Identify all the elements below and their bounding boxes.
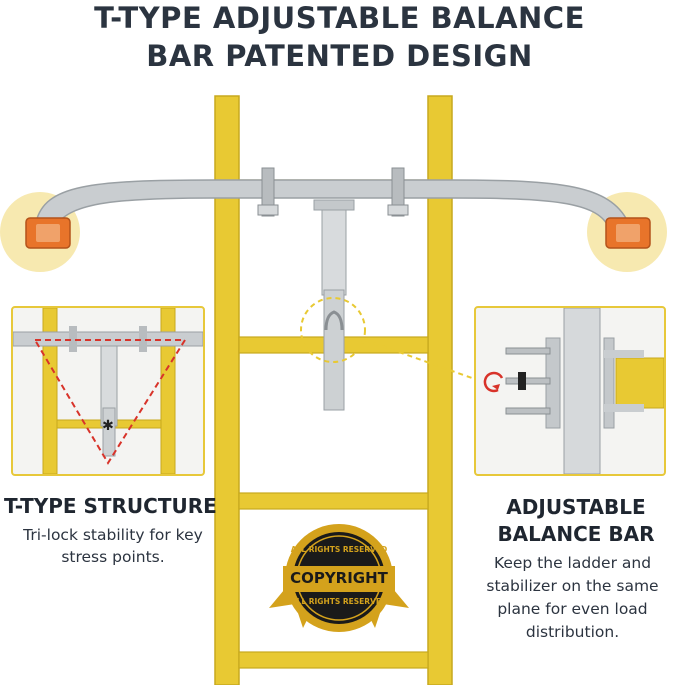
triangle-stress-lines [33,339,187,465]
copyright-seal [269,524,409,632]
u-bolt-clamps [257,167,409,217]
balance-bar-heading-line-2: BALANCE BAR [497,522,655,546]
t-vertical-support [313,199,355,411]
page-title-line-1: T-TYPE ADJUSTABLE BALANCE [94,1,585,35]
rotate-arrow-icon [483,371,504,393]
t-structure-description: Tri-lock stability for key stress points… [23,526,203,566]
t-structure-inset: ✱ [11,306,205,476]
balance-bar-description: Keep the ladder and stabilizer on the sa… [486,554,659,641]
balance-bar-diagram [483,308,664,474]
left-rubber-foot [25,217,71,249]
seal-top-text: ALL RIGHTS RESERVED [290,545,388,554]
seal-bottom-text: ALL RIGHTS RESERVED [290,597,388,606]
right-rubber-foot [605,217,651,249]
focus-arrow-line [364,339,473,379]
seal-main-text: COPYRIGHT [290,569,388,587]
balance-bar-heading: ADJUSTABLE BALANCE BAR [478,494,674,548]
balance-bar-heading-line-1: ADJUSTABLE [506,495,646,519]
page-title-line-2: BAR PATENTED DESIGN [146,39,533,73]
focus-circle [300,297,366,363]
balance-bar-inset [474,306,666,476]
svg-text:✱: ✱ [102,418,114,434]
t-structure-diagram: ✱ [13,308,203,474]
t-structure-heading: T-TYPE STRUCTURE [4,494,217,518]
